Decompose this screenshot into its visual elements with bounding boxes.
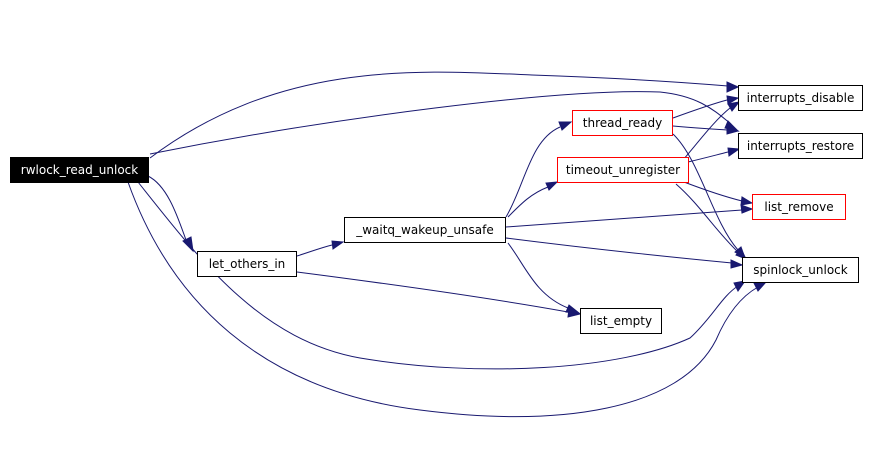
node-thread-ready[interactable]: thread_ready xyxy=(572,110,673,136)
node-interrupts-restore[interactable]: interrupts_restore xyxy=(738,133,863,159)
edge-let-others-in-to-list-empty xyxy=(296,271,582,318)
edge-rwlock-to-spinlock-1 xyxy=(137,181,747,370)
node-waitq-wakeup-unsafe[interactable]: _waitq_wakeup_unsafe xyxy=(344,217,506,243)
edge-rwlock-to-let-others-in xyxy=(147,175,194,253)
node-list-remove[interactable]: list_remove xyxy=(752,194,846,220)
edge-thread-ready-to-interrupts-disable xyxy=(672,95,740,119)
edge-let-others-in-to-waitq xyxy=(296,240,345,257)
edge-waitq-to-timeout-unregister xyxy=(507,181,559,218)
edge-waitq-to-thread-ready xyxy=(505,121,573,218)
edge-waitq-to-list-remove xyxy=(505,204,754,228)
edge-waitq-to-list-empty xyxy=(507,242,581,314)
edge-timeout-to-spinlock xyxy=(675,183,748,260)
node-spinlock-unlock[interactable]: spinlock_unlock xyxy=(742,257,859,283)
edge-thread-ready-to-interrupts-restore xyxy=(672,125,740,135)
node-list-empty[interactable]: list_empty xyxy=(580,308,662,334)
edge-timeout-to-interrupts-disable xyxy=(682,101,741,161)
node-rwlock-read-unlock[interactable]: rwlock_read_unlock xyxy=(10,157,149,183)
edge-waitq-to-spinlock xyxy=(505,237,744,269)
edge-rwlock-to-interrupts-disable xyxy=(149,71,740,159)
node-interrupts-disable[interactable]: interrupts_disable xyxy=(738,85,863,111)
node-timeout-unregister[interactable]: timeout_unregister xyxy=(557,157,689,183)
edge-timeout-to-list-remove xyxy=(683,181,754,206)
edge-timeout-to-interrupts-restore xyxy=(687,147,741,163)
node-let-others-in[interactable]: let_others_in xyxy=(197,251,297,277)
